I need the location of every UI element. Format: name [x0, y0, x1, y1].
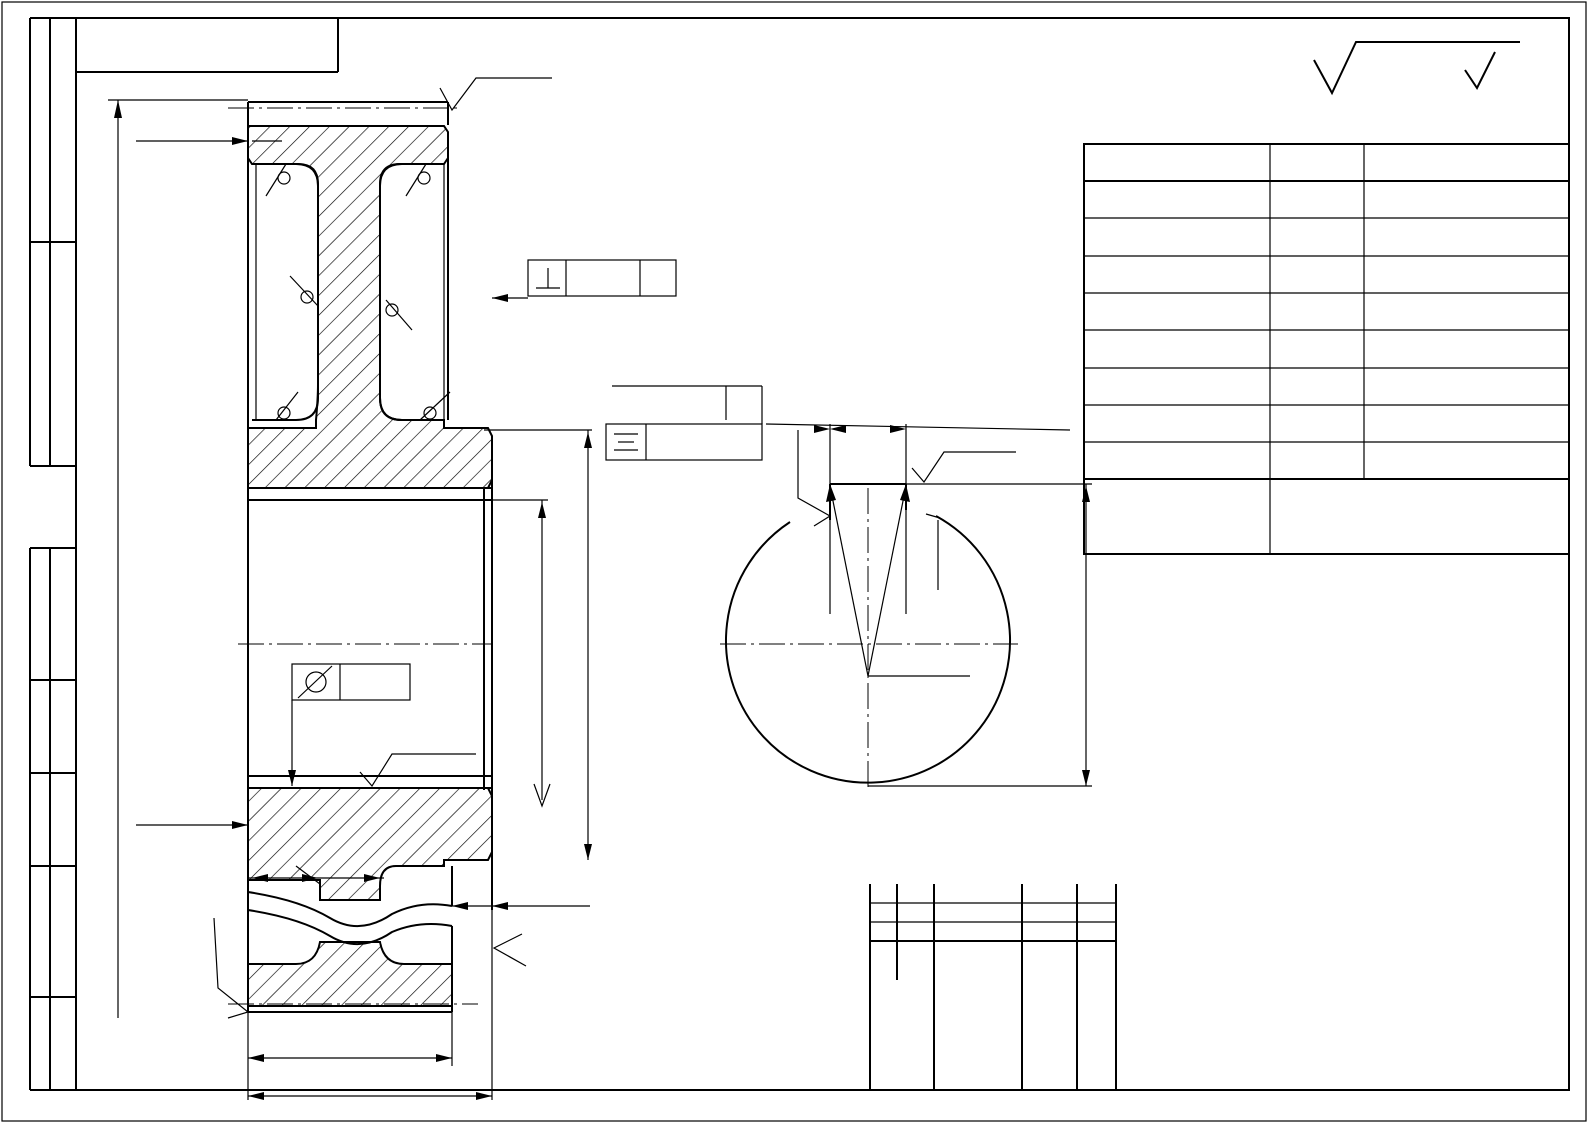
- roughness-leader-top: [439, 77, 552, 112]
- hub-detail-view: [720, 423, 1092, 790]
- lower-hub-section: [247, 787, 493, 901]
- symmetry-icon: [614, 433, 638, 451]
- roughness-leader-bore: [359, 753, 476, 788]
- left-binding-strip: [29, 17, 76, 1091]
- parameter-table: [1083, 143, 1570, 555]
- lower-rim-section: [247, 941, 453, 1007]
- circular-runout-icon: [297, 665, 333, 699]
- perpendicularity-icon: [536, 268, 560, 289]
- document-code-box: [76, 18, 339, 73]
- title-block: [869, 884, 1117, 1090]
- fillet-roughness-marks: [265, 163, 451, 421]
- break-line: [247, 909, 453, 946]
- break-line: [247, 891, 453, 928]
- symmetry-frame: [605, 385, 763, 461]
- roughness-check-icon: [1464, 51, 1496, 90]
- gear-section-view: [228, 101, 493, 1013]
- roughness-general-icon: [1313, 41, 1520, 96]
- upper-rim-web-section: [247, 125, 493, 489]
- dimension-lines: [108, 99, 592, 1100]
- perpendicularity-frame: [492, 259, 677, 302]
- circular-runout-frame: [288, 663, 411, 786]
